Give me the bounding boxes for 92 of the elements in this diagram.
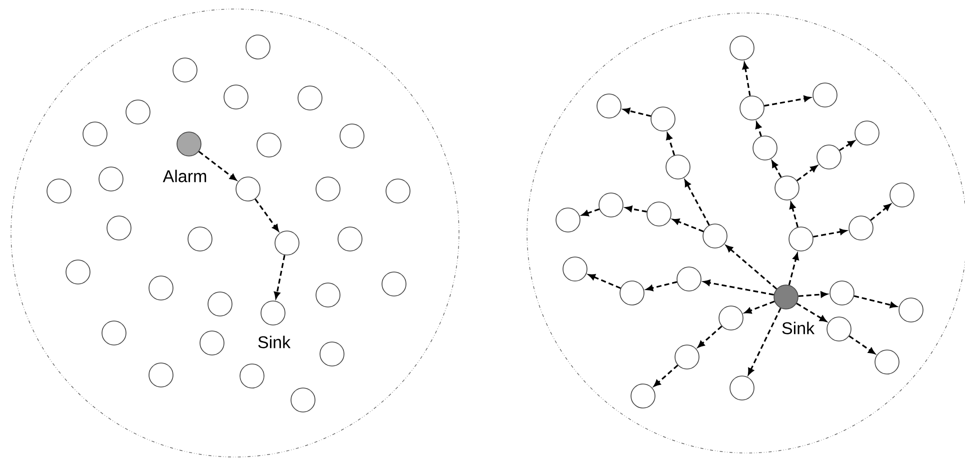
- arrow: [588, 274, 621, 289]
- sensor-node: [224, 84, 248, 110]
- sensor-node: [240, 364, 264, 388]
- arrow: [698, 326, 722, 348]
- sensor-node: [208, 292, 232, 316]
- arrow: [582, 208, 600, 216]
- sensor-node: [646, 202, 672, 226]
- node-label: Alarm: [162, 170, 206, 182]
- sensor-node: [316, 176, 340, 202]
- arrow: [198, 150, 237, 180]
- sensor-node: [82, 122, 108, 146]
- sensor-node: [290, 388, 316, 412]
- sensor-node: [702, 224, 728, 248]
- arrow: [254, 198, 279, 232]
- sensor-node: [718, 306, 744, 330]
- sensor-node: [320, 342, 344, 366]
- sensor-node: [752, 136, 778, 160]
- sensor-node: [666, 154, 690, 180]
- sensor-node: [102, 320, 126, 346]
- sensor-node: [826, 316, 852, 342]
- sensor-node: [236, 176, 260, 202]
- arrow: [625, 206, 647, 212]
- sensor-node: [148, 276, 174, 300]
- node-label: Sink: [782, 322, 815, 334]
- network-boundary: [10, 8, 460, 458]
- sensor-node: [854, 120, 880, 146]
- arrow: [848, 335, 876, 354]
- arrow: [703, 280, 774, 296]
- sensor-node: [620, 280, 644, 306]
- node-label: Sink: [258, 336, 291, 348]
- arrow: [854, 295, 897, 308]
- sensor-node: [556, 208, 580, 232]
- sensor-node: [148, 362, 174, 388]
- sensor-node: [890, 182, 914, 208]
- sensor-node: [740, 96, 764, 120]
- arrow: [748, 308, 782, 375]
- sensor-node: [46, 178, 72, 204]
- sensor-node: [106, 216, 132, 240]
- arrow: [789, 202, 798, 228]
- arrow: [742, 62, 751, 96]
- sensor-node: [246, 34, 270, 60]
- arrow: [839, 140, 855, 152]
- sensor-node: [596, 94, 622, 118]
- sensor-node: [382, 272, 406, 296]
- sensor-node: [630, 384, 656, 408]
- sensor-node: [126, 100, 150, 124]
- arrow: [684, 180, 710, 226]
- sensor-node: [812, 82, 838, 108]
- sensor-node: [98, 166, 124, 192]
- arrow: [755, 122, 762, 136]
- sensor-node: [298, 86, 322, 110]
- arrow: [274, 255, 286, 299]
- arrow: [798, 291, 828, 298]
- arrow: [744, 300, 775, 314]
- arrow: [796, 165, 818, 182]
- arrow: [623, 108, 652, 117]
- sensor-node: [200, 330, 224, 356]
- arrow: [813, 228, 847, 238]
- sensor-node: [316, 282, 340, 308]
- sensor-node: [66, 260, 90, 284]
- sensor-node: [730, 36, 754, 60]
- sensor-node: [338, 226, 362, 252]
- arrow: [788, 253, 799, 286]
- sensor-node: [788, 226, 814, 252]
- sensor-node: [340, 124, 364, 148]
- sensor-node: [774, 176, 800, 200]
- sensor-node: [386, 178, 410, 204]
- sensor-node: [274, 230, 300, 256]
- arrow: [646, 281, 678, 292]
- arrow: [654, 364, 678, 387]
- sensor-node: [898, 298, 924, 322]
- sensor-node: [188, 226, 212, 252]
- arrow: [726, 245, 778, 290]
- arrow: [772, 160, 782, 178]
- arrow: [796, 302, 827, 322]
- arrow: [870, 204, 891, 221]
- arrow: [672, 218, 704, 232]
- sensor-node: [650, 106, 676, 132]
- sensor-node: [816, 144, 842, 170]
- arrow: [666, 132, 676, 156]
- sensor-node: [598, 192, 624, 218]
- sensor-node: [172, 58, 198, 82]
- sensor-node: [874, 350, 900, 374]
- sensor-node: [848, 216, 874, 240]
- sensor-node: [256, 132, 282, 158]
- sensor-node: [676, 266, 702, 292]
- sensor-node: [730, 376, 754, 400]
- sensor-node: [674, 344, 700, 370]
- sensor-node: [830, 280, 854, 306]
- sensor-node: [562, 256, 588, 282]
- network-boundary: [526, 12, 965, 454]
- arrow: [764, 96, 811, 107]
